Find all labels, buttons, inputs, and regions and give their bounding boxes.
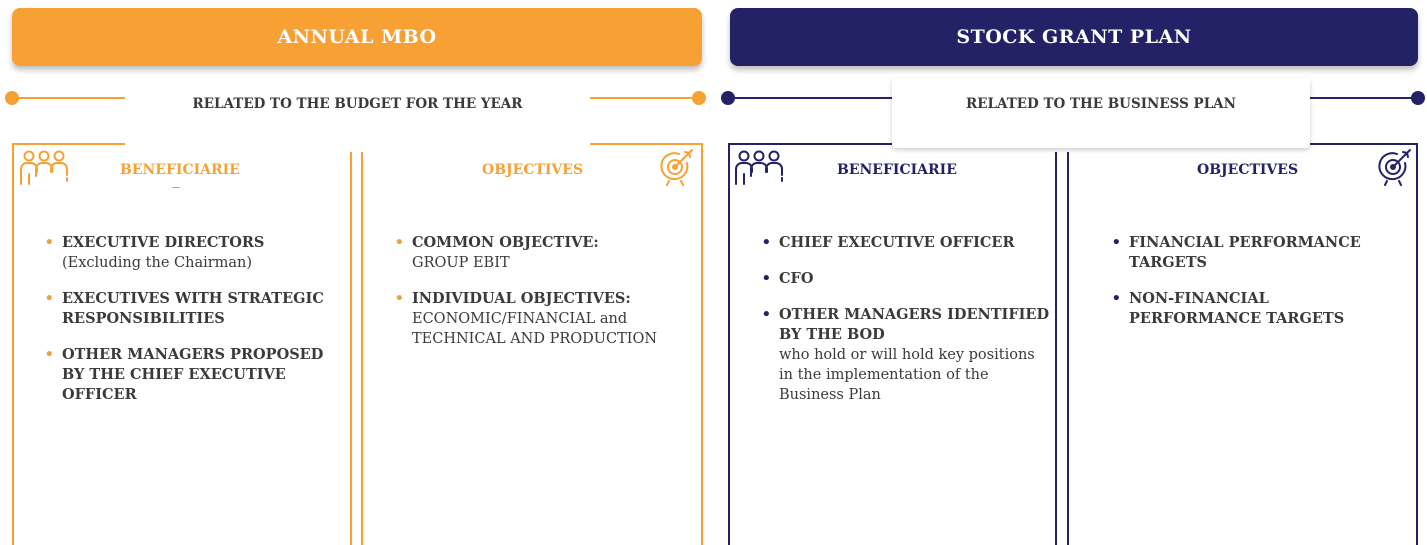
item-detail-text: (Excluding the Chairman) bbox=[62, 255, 253, 271]
target-icon bbox=[1378, 149, 1411, 186]
bullet-icon: • bbox=[394, 232, 405, 253]
mbo-panel-border-left bbox=[12, 143, 14, 545]
bullet-icon: • bbox=[761, 268, 772, 289]
list-item: • INDIVIDUAL OBJECTIVES: ECONOMIC/FINANCIA… bbox=[394, 289, 694, 349]
mbo-subtitle: RELATED TO THE BUDGET FOR THE YEAR bbox=[125, 96, 590, 112]
bullet-icon: • bbox=[394, 288, 405, 309]
list-item: • NON-FINANCIAL PERFORMANCE TARGETS bbox=[1111, 289, 1401, 329]
mbo-objectives-heading: OBJECTIVES bbox=[482, 162, 584, 178]
orange-dot-right bbox=[692, 91, 706, 105]
list-item: • CHIEF EXECUTIVE OFFICER bbox=[761, 233, 1051, 253]
sgp-objectives-heading: OBJECTIVES bbox=[1197, 162, 1299, 178]
mbo-objectives-list: • COMMON OBJECTIVE: GROUP EBIT • INDIVIDUAL … bbox=[394, 233, 694, 365]
bullet-icon: • bbox=[1111, 232, 1122, 253]
stock-grant-plan-title: STOCK GRANT PLAN bbox=[956, 26, 1192, 48]
list-item: • EXECUTIVE DIRECTORS (Excluding the Chair… bbox=[44, 233, 334, 273]
mbo-beneficiaries-heading: BENEFICIARIE bbox=[120, 162, 240, 178]
sgp-subtitle-box bbox=[892, 78, 1310, 148]
bullet-icon: • bbox=[1111, 288, 1122, 309]
sgp-panel-border-left bbox=[728, 143, 730, 545]
item-bold-text: FINANCIAL PERFORMANCE TARGETS bbox=[1129, 234, 1361, 271]
sgp-objectives-list: • FINANCIAL PERFORMANCE TARGETS • NON-FINAN… bbox=[1111, 233, 1401, 345]
bullet-icon: • bbox=[44, 344, 55, 365]
mbo-panel-border-right bbox=[701, 143, 703, 545]
item-detail-text: GROUP EBIT bbox=[412, 255, 510, 271]
mbo-column-divider bbox=[361, 152, 363, 545]
list-item: • COMMON OBJECTIVE: GROUP EBIT bbox=[394, 233, 694, 273]
item-bold-text: EXECUTIVES WITH STRATEGIC RESPONSIBILITI… bbox=[62, 290, 324, 327]
item-bold-text: CHIEF EXECUTIVE OFFICER bbox=[779, 234, 1015, 251]
sgp-panel-border-right bbox=[1416, 143, 1418, 545]
list-item: • CFO bbox=[761, 269, 1051, 289]
sgp-subtitle: RELATED TO THE BUSINESS PLAN bbox=[965, 96, 1236, 112]
item-bold-text: CFO bbox=[779, 270, 814, 287]
sgp-beneficiaries-list: • CHIEF EXECUTIVE OFFICER • CFO • OTHER MANAG… bbox=[761, 233, 1051, 421]
item-bold-text: EXECUTIVE DIRECTORS bbox=[62, 234, 265, 251]
bullet-icon: • bbox=[761, 232, 772, 253]
sgp-column-divider bbox=[1067, 152, 1069, 545]
sgp-beneficiaries-heading: BENEFICIARIE bbox=[837, 162, 957, 178]
annual-mbo-header: ANNUAL MBO bbox=[12, 8, 702, 66]
people-group-icon bbox=[20, 150, 68, 185]
bullet-icon: • bbox=[761, 304, 772, 325]
list-item: • OTHER MANAGERS IDENTIFIED BY THE BOD who… bbox=[761, 305, 1051, 405]
item-bold-text: OTHER MANAGERS PROPOSED BY THE CHIEF EXE… bbox=[62, 346, 324, 403]
navy-dot-right bbox=[1411, 91, 1425, 105]
item-bold-text: INDIVIDUAL OBJECTIVES: bbox=[412, 290, 631, 307]
list-item: • OTHER MANAGERS PROPOSED BY THE CHIEF EX… bbox=[44, 345, 334, 405]
item-bold-text: NON-FINANCIAL PERFORMANCE TARGETS bbox=[1129, 290, 1345, 327]
item-bold-text: COMMON OBJECTIVE: bbox=[412, 234, 599, 251]
list-item: • FINANCIAL PERFORMANCE TARGETS bbox=[1111, 233, 1401, 273]
bullet-icon: • bbox=[44, 232, 55, 253]
target-icon bbox=[660, 149, 693, 186]
people-group-icon bbox=[735, 150, 783, 185]
item-detail-text: who hold or will hold key positions in t… bbox=[779, 347, 1035, 403]
mbo-beneficiaries-list: • EXECUTIVE DIRECTORS (Excluding the Chair… bbox=[44, 233, 334, 421]
annual-mbo-title: ANNUAL MBO bbox=[277, 26, 437, 48]
bullet-icon: • bbox=[44, 288, 55, 309]
stock-grant-plan-header: STOCK GRANT PLAN bbox=[730, 8, 1418, 66]
list-item: • EXECUTIVES WITH STRATEGIC RESPONSIBILIT… bbox=[44, 289, 334, 329]
item-bold-text: OTHER MANAGERS IDENTIFIED BY THE BOD bbox=[779, 306, 1050, 343]
item-detail-text: ECONOMIC/FINANCIAL and TECHNICAL AND PRO… bbox=[412, 311, 658, 347]
